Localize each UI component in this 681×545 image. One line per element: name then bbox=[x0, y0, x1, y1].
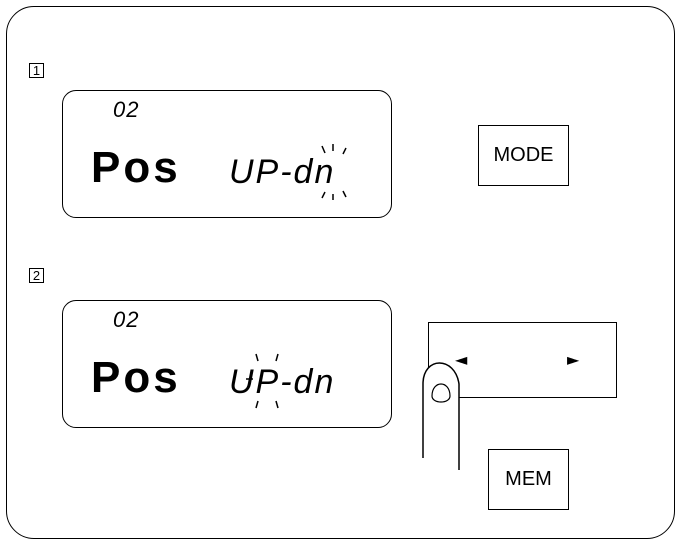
lcd-value-1: UP-dn bbox=[229, 153, 336, 191]
lcd-label-1: Pos bbox=[91, 143, 181, 192]
left-arrow-icon[interactable]: ◄ bbox=[455, 350, 468, 369]
lcd-display-2: 02 Pos UP-dn bbox=[62, 300, 392, 428]
step-1-marker: 1 bbox=[29, 63, 44, 78]
diagram-frame bbox=[6, 6, 675, 539]
lcd-number-1: 02 bbox=[113, 97, 140, 122]
right-arrow-icon[interactable]: ► bbox=[567, 350, 580, 369]
lcd-display-1: 02 Pos UP-dn bbox=[62, 90, 392, 218]
lcd-label-2: Pos bbox=[91, 353, 181, 402]
blink-marks-icon bbox=[246, 353, 279, 409]
finger-icon bbox=[422, 362, 460, 470]
mode-button[interactable]: MODE bbox=[478, 125, 569, 186]
blink-marks-icon bbox=[321, 144, 347, 200]
lcd-value-2: UP-dn bbox=[229, 363, 336, 401]
step-2-marker: 2 bbox=[29, 268, 44, 283]
mem-button[interactable]: MEM bbox=[488, 449, 569, 510]
lcd-number-2: 02 bbox=[113, 307, 140, 332]
